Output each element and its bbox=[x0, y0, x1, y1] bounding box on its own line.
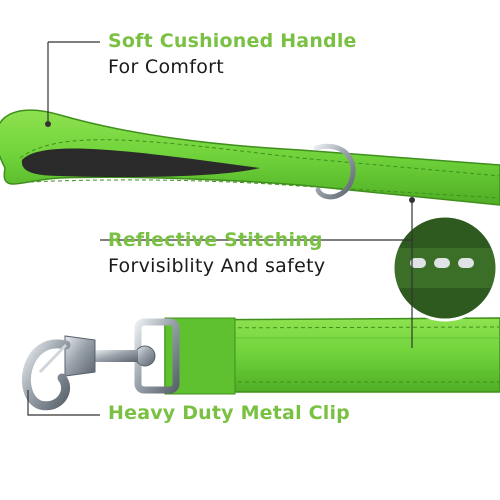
handle-title: Soft Cushioned Handle bbox=[108, 30, 357, 52]
stitching-subtitle: Forvisiblity And safety bbox=[108, 255, 326, 277]
stitching-title: Reflective Stitching bbox=[108, 229, 323, 251]
leader-dot-handle bbox=[45, 121, 51, 127]
handle-loop bbox=[0, 109, 500, 206]
handle-subtitle: For Comfort bbox=[108, 56, 225, 78]
callout-leaders bbox=[27, 41, 413, 416]
d-ring bbox=[313, 143, 356, 200]
lower-strap bbox=[164, 317, 500, 395]
leader-dot-stitching bbox=[409, 197, 415, 203]
stitching-zoom bbox=[391, 214, 499, 322]
metal-clip bbox=[22, 318, 180, 411]
clip-title: Heavy Duty Metal Clip bbox=[108, 402, 350, 424]
